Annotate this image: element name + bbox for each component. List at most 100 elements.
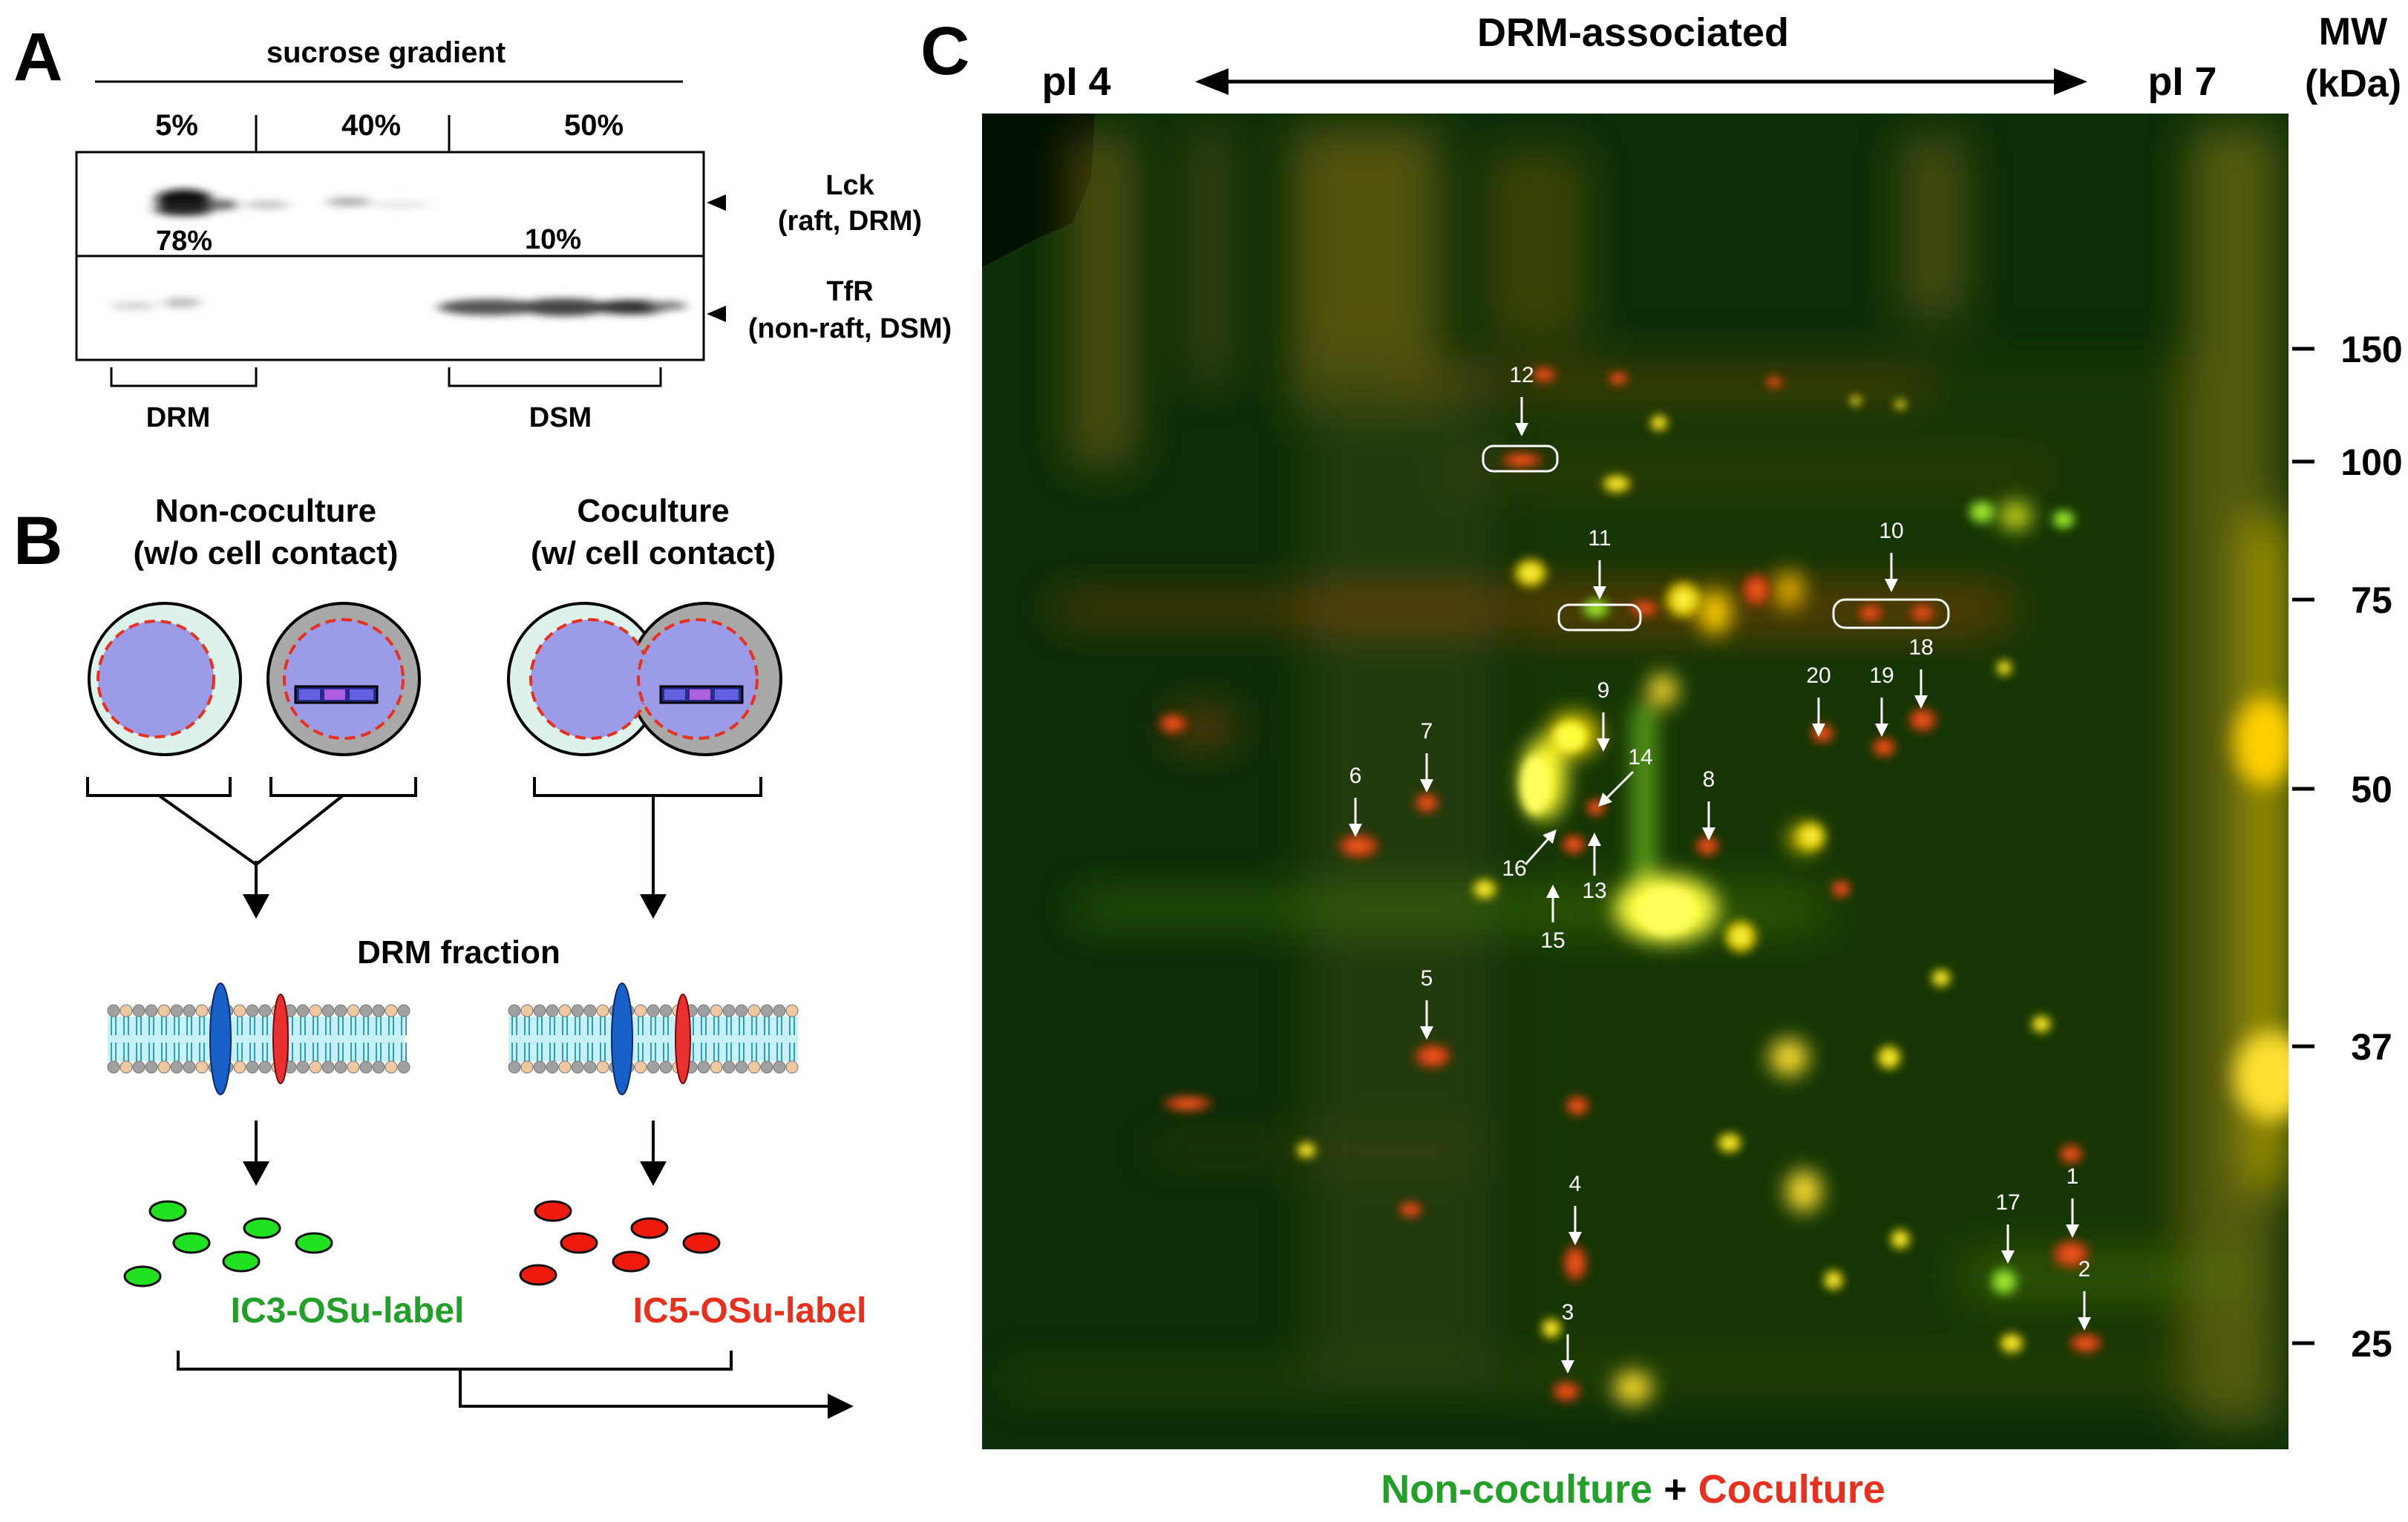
noncoculture-subtitle: (w/o cell contact) (134, 535, 399, 571)
gel-spot (1715, 1131, 1744, 1155)
dsm-bracket (448, 367, 662, 387)
spot-label: 9 (1597, 678, 1610, 703)
gel-spot (2029, 1013, 2053, 1035)
gel-spot (1874, 1043, 1904, 1072)
membrane-illustrations (107, 983, 799, 1095)
gel-spot (1807, 721, 1837, 745)
mw-tick-label: 50 (2351, 769, 2392, 810)
gel-spot (1529, 365, 1559, 384)
gel-spot (1295, 1141, 1318, 1160)
panel-b: B Non-coculture (w/o cell contact) Cocul… (13, 493, 866, 1419)
lck-bands (154, 189, 431, 216)
caption-coculture: Coculture (1698, 1467, 1885, 1512)
lck-percent-right: 10% (525, 224, 581, 255)
caption-noncoculture: Non-coculture (1381, 1467, 1652, 1512)
gel-spot (1559, 833, 1589, 856)
gel-spot (1856, 602, 1885, 624)
gel-spot (1549, 1380, 1583, 1403)
gel-spot (1498, 450, 1545, 470)
panel-b-letter: B (13, 503, 62, 579)
gel-spot (1721, 917, 1760, 956)
gel-spot (1335, 831, 1382, 861)
mw-tick-label: 75 (2351, 580, 2392, 621)
gel-spot (1893, 398, 1908, 410)
gel-spot (1662, 578, 1705, 621)
coculture-subtitle: (w/ cell contact) (531, 535, 776, 571)
drm-bracket-label: DRM (146, 402, 211, 433)
ic5-label: IC5-OSu-label (633, 1291, 867, 1331)
panel-c: C DRM-associated pI 4 pI 7 MW (kDa) (920, 10, 2403, 1512)
panel-a-letter: A (13, 19, 62, 95)
mw-title: MW (2319, 10, 2388, 53)
flow-arrowheads (243, 894, 854, 1419)
coculture-cells (507, 602, 782, 756)
lck-arrowhead (707, 194, 726, 211)
caption-plus: + (1652, 1467, 1698, 1512)
sucrose-gradient-label: sucrose gradient (266, 36, 506, 69)
fraction-label-40: 40% (341, 109, 401, 142)
pi-arrowhead-left (1195, 68, 1228, 95)
gel-spot (1554, 722, 1586, 752)
gel-spot (1412, 791, 1442, 815)
spot-label: 8 (1703, 767, 1715, 792)
drm-bracket (110, 367, 258, 387)
spot-label: 13 (1582, 879, 1606, 903)
spot-label: 7 (1421, 719, 1433, 744)
gel-spot (1600, 473, 1634, 495)
fraction-label-50: 50% (564, 109, 624, 142)
spot-arrows (1349, 397, 2091, 1374)
drm-fraction-label: DRM fraction (357, 934, 560, 971)
spot-label: 1 (2067, 1164, 2079, 1189)
pi-right-label: pI 7 (2147, 59, 2216, 104)
noncoculture-title: Non-coculture (155, 493, 376, 529)
gel-spot (1995, 658, 2014, 678)
dsm-bracket-label: DSM (529, 402, 592, 433)
gel-spot (2049, 1237, 2093, 1271)
gel-spot (1579, 597, 1613, 620)
gel-spot (1627, 599, 1661, 618)
flow-lines (86, 777, 835, 1408)
green-labelled-proteins (123, 1200, 333, 1288)
spot-label: 5 (1421, 966, 1433, 991)
spot-label: 19 (1869, 663, 1894, 688)
gel-spot (1763, 375, 1785, 390)
gel-spot (1997, 1331, 2026, 1355)
red-labelled-proteins (519, 1200, 721, 1286)
spot-label: 20 (1806, 663, 1830, 688)
gel-spot (1869, 735, 1899, 759)
tfr-label: TfR (826, 276, 873, 307)
spot-label: 11 (1588, 526, 1611, 551)
mw-tick-label: 37 (2351, 1026, 2392, 1068)
noncoculture-cells (88, 602, 421, 756)
tfr-sublabel: (non-raft, DSM) (748, 313, 952, 344)
lck-label: Lck (825, 170, 874, 201)
spot-arrow (1597, 770, 1635, 807)
gel-spot (1648, 413, 1670, 433)
spot-label: 17 (1995, 1190, 2020, 1215)
gel-spot (1965, 497, 1999, 527)
panel-a: A sucrose gradient 5% 40% 50% 78% 10% (13, 19, 952, 433)
gel-spot (1794, 819, 1828, 853)
gel-spot (1470, 877, 1499, 901)
mw-tick-label: 100 (2340, 442, 2402, 483)
lck-percent-left: 78% (156, 226, 212, 257)
gel-spot (1908, 602, 1937, 624)
gel-spot (1396, 1200, 1425, 1219)
gel-spot (1929, 967, 1953, 989)
drm-associated-header: DRM-associated (1477, 10, 1789, 55)
gel-caption: Non-coculture + Coculture (1381, 1467, 1885, 1512)
spot-arrow (1524, 829, 1557, 865)
gel-spot (1560, 1241, 1590, 1285)
gel-spot (1411, 1041, 1454, 1071)
gel-spot (1848, 395, 1863, 407)
spot-label: 4 (1569, 1172, 1582, 1196)
pi-left-label: pI 4 (1041, 59, 1110, 104)
gel-spot (1829, 878, 1853, 900)
gel-spot (1156, 712, 1190, 735)
mw-unit: (kDa) (2305, 62, 2401, 105)
membrane (107, 983, 410, 1095)
